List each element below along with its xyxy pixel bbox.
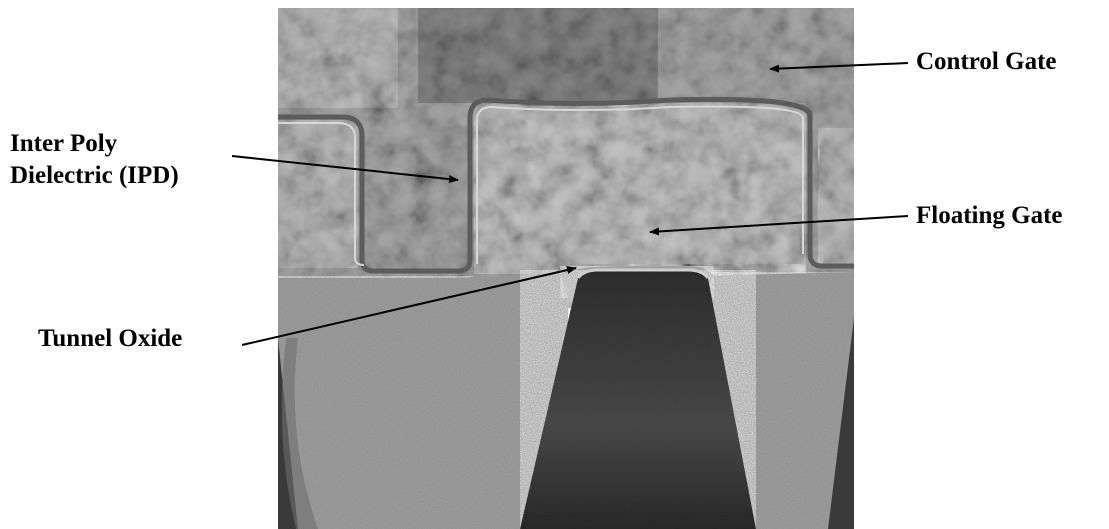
- control-gate-label: Control Gate: [916, 46, 1057, 78]
- inter-poly-dielectric-label: Inter Poly Dielectric (IPD): [10, 128, 179, 192]
- ipd-label-line2: Dielectric (IPD): [10, 160, 179, 192]
- tem-micrograph: [278, 8, 854, 529]
- tunnel-oxide-label: Tunnel Oxide: [38, 323, 182, 355]
- floating-gate-label: Floating Gate: [916, 200, 1063, 232]
- ipd-label-line1: Inter Poly: [10, 128, 179, 160]
